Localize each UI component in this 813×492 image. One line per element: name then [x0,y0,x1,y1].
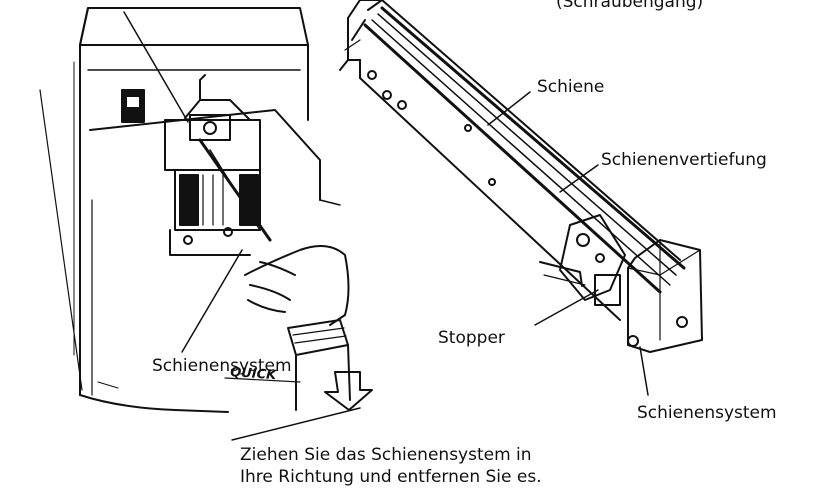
label-schienenvertiefung: Schienenvertiefung [601,150,767,170]
feeder-machine [39,7,373,441]
rail-assembly [339,0,703,396]
label-top-partial: (Schraubengang) [556,0,704,12]
label-schienensystem-left: Schienensystem [152,356,292,376]
label-schienensystem-right: Schienensystem [637,403,777,423]
label-schiene: Schiene [537,77,605,97]
label-stopper: Stopper [438,328,505,348]
caption-line-1: Ziehen Sie das Schienensystem in [240,445,532,465]
brand-text: QUICK [230,365,278,383]
instruction-caption: Ziehen Sie das Schienensystem in Ihre Ri… [240,444,542,488]
caption-line-2: Ihre Richtung und entfernen Sie es. [240,467,542,487]
